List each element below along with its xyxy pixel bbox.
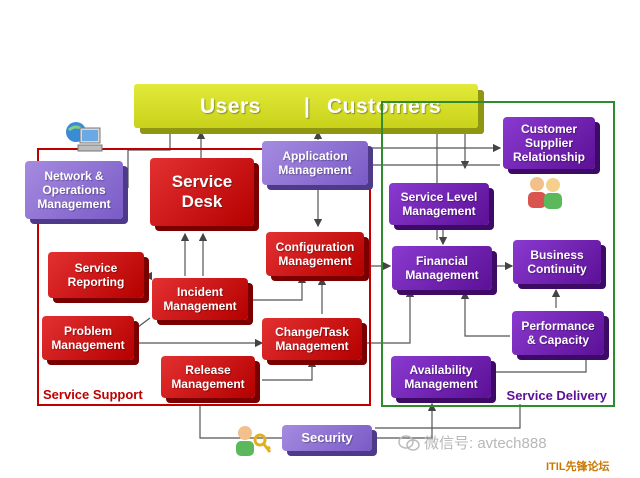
banner-separator: |	[304, 95, 311, 118]
security-node: Security	[282, 425, 372, 451]
wechat-icon	[398, 434, 420, 451]
customers-label: Customers	[327, 95, 442, 118]
service-support-group: Service Support	[37, 148, 371, 406]
service-reporting-node: Service Reporting	[48, 252, 144, 298]
configuration-node: Configuration Management	[266, 232, 364, 276]
incident-node: Incident Management	[152, 278, 248, 320]
service-level-node: Service Level Management	[389, 183, 489, 225]
service-delivery-group: Service Delivery	[381, 101, 615, 407]
problem-node: Problem Management	[42, 316, 134, 360]
performance-capacity-node: Performance & Capacity	[512, 311, 604, 355]
footer-tag: ITIL先锋论坛	[546, 461, 610, 473]
customer-supplier-node: Customer Supplier Relationship	[503, 117, 595, 169]
service-desk-node: Service Desk	[150, 158, 254, 226]
wechat-watermark: 微信号: avtech888	[398, 432, 547, 453]
availability-node: Availability Management	[391, 356, 491, 398]
service-delivery-label: Service Delivery	[506, 388, 607, 403]
person-key-icon	[236, 426, 272, 456]
release-node: Release Management	[161, 356, 255, 398]
change-task-node: Change/Task Management	[262, 318, 362, 360]
financial-node: Financial Management	[392, 246, 492, 290]
users-icon	[528, 177, 562, 209]
computer-icon	[66, 122, 103, 152]
network-operations-node: Network & Operations Management	[25, 161, 123, 219]
application-management-node: Application Management	[262, 141, 368, 185]
business-continuity-node: Business Continuity	[513, 240, 601, 284]
watermark-text: 微信号: avtech888	[424, 435, 547, 452]
users-customers-banner: Users | Customers	[134, 84, 478, 128]
service-support-label: Service Support	[43, 387, 143, 402]
users-label: Users	[200, 95, 261, 118]
